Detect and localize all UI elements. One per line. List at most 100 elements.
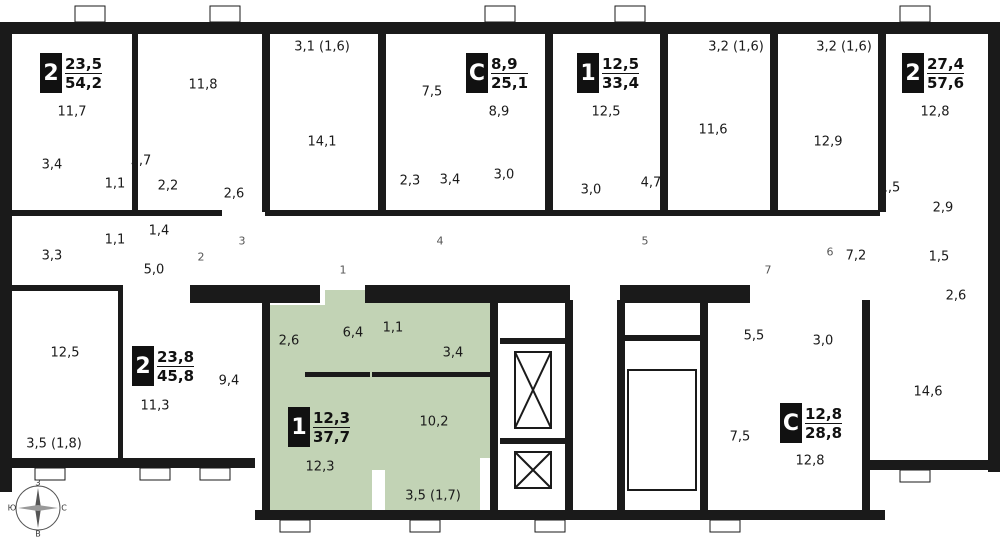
room-area-label: 8,9 bbox=[488, 104, 510, 120]
room-area-label: 11,7 bbox=[57, 104, 87, 120]
living-area: 23,5 bbox=[65, 54, 103, 74]
room-count: 1 bbox=[577, 53, 599, 93]
room-area-label: 11,3 bbox=[140, 398, 170, 414]
room-area-label: 3,2 (1,6) bbox=[816, 39, 872, 55]
total-area: 25,1 bbox=[491, 73, 529, 92]
room-area-label: 3,4 bbox=[439, 172, 461, 188]
total-area: 57,6 bbox=[927, 73, 965, 92]
room-area-label: 3,2 (1,6) bbox=[708, 39, 764, 55]
room-area-label: 5,7 bbox=[130, 153, 152, 169]
room-count: С bbox=[466, 53, 488, 93]
compass-s: В bbox=[35, 529, 41, 539]
door-number: 6 bbox=[826, 245, 834, 259]
window bbox=[139, 467, 171, 481]
room-count: 2 bbox=[902, 53, 924, 93]
room-area-label: 14,1 bbox=[307, 134, 337, 150]
room-area-label: 12,9 bbox=[813, 134, 843, 150]
windows bbox=[34, 5, 931, 533]
living-area: 23,8 bbox=[157, 347, 195, 367]
living-area: 27,4 bbox=[927, 54, 965, 74]
core bbox=[514, 351, 697, 491]
window bbox=[34, 467, 66, 481]
room-area-label: 1,1 bbox=[104, 232, 126, 248]
room-area-label: 3,5 (1,7) bbox=[405, 488, 461, 504]
selected-apartment-fill[interactable] bbox=[268, 290, 492, 512]
room-area-label: 12,5 bbox=[50, 345, 80, 361]
room-area-label: 3,0 bbox=[493, 167, 515, 183]
total-area: 33,4 bbox=[602, 73, 640, 92]
window bbox=[709, 519, 741, 533]
total-area: 54,2 bbox=[65, 73, 103, 92]
room-area-label: 12,5 bbox=[591, 104, 621, 120]
room-area-label: 12,3 bbox=[305, 459, 335, 475]
room-area-label: 12,8 bbox=[795, 453, 825, 469]
room-area-label: 3,4 bbox=[41, 157, 63, 173]
room-area-label: 10,2 bbox=[419, 414, 449, 430]
compass-e: С bbox=[61, 503, 67, 513]
room-area-label: 2,6 bbox=[278, 333, 300, 349]
room-area-label: 1,1 bbox=[104, 176, 126, 192]
living-area: 12,3 bbox=[313, 408, 351, 428]
room-area-label: 6,4 bbox=[342, 325, 364, 341]
room-area-label: 1,1 bbox=[382, 320, 404, 336]
room-area-label: 5,0 bbox=[143, 262, 165, 278]
room-area-label: 12,8 bbox=[920, 104, 950, 120]
window bbox=[209, 5, 241, 23]
room-area-label: 2,9 bbox=[932, 200, 954, 216]
room-area-label: 3,0 bbox=[580, 182, 602, 198]
room-area-label: 3,1 (1,6) bbox=[294, 39, 350, 55]
compass: З С В Ю bbox=[7, 478, 68, 539]
room-count: С bbox=[780, 403, 802, 443]
window bbox=[74, 5, 106, 23]
window bbox=[534, 519, 566, 533]
living-area: 12,5 bbox=[602, 54, 640, 74]
window bbox=[614, 5, 646, 23]
window bbox=[484, 5, 516, 23]
door-number: 3 bbox=[238, 234, 246, 248]
room-area-label: 1,5 bbox=[879, 180, 901, 196]
door-number: 5 bbox=[641, 234, 649, 248]
room-count: 2 bbox=[40, 53, 62, 93]
total-area: 28,8 bbox=[805, 423, 843, 442]
room-count: 1 bbox=[288, 407, 310, 447]
room-area-label: 2,6 bbox=[945, 288, 967, 304]
room-area-label: 7,2 bbox=[845, 248, 867, 264]
total-area: 37,7 bbox=[313, 427, 351, 446]
room-area-label: 2,2 bbox=[157, 178, 179, 194]
room-area-label: 1,5 bbox=[928, 249, 950, 265]
room-count: 2 bbox=[132, 346, 154, 386]
door-number: 4 bbox=[436, 234, 444, 248]
door-number: 2 bbox=[197, 250, 205, 264]
room-area-label: 3,0 bbox=[812, 333, 834, 349]
living-area: 12,8 bbox=[805, 404, 843, 424]
window bbox=[899, 469, 931, 483]
window bbox=[409, 519, 441, 533]
living-area: 8,9 bbox=[491, 55, 529, 74]
room-area-label: 1,4 bbox=[148, 223, 170, 239]
room-area-label: 5,5 bbox=[743, 328, 765, 344]
window bbox=[279, 519, 311, 533]
room-area-label: 11,8 bbox=[188, 77, 218, 93]
room-area-label: 2,3 bbox=[399, 173, 421, 189]
walls bbox=[0, 22, 1000, 520]
door-number: 1 bbox=[339, 263, 347, 277]
compass-n: З bbox=[35, 478, 41, 488]
room-area-label: 4,7 bbox=[640, 175, 662, 191]
room-area-label: 7,5 bbox=[421, 84, 443, 100]
room-area-label: 3,3 bbox=[41, 248, 63, 264]
room-area-label: 3,4 bbox=[442, 345, 464, 361]
room-area-label: 7,5 bbox=[729, 429, 751, 445]
compass-w: Ю bbox=[7, 503, 17, 513]
window bbox=[899, 5, 931, 23]
total-area: 45,8 bbox=[157, 366, 195, 385]
room-area-label: 2,6 bbox=[223, 186, 245, 202]
window bbox=[199, 467, 231, 481]
